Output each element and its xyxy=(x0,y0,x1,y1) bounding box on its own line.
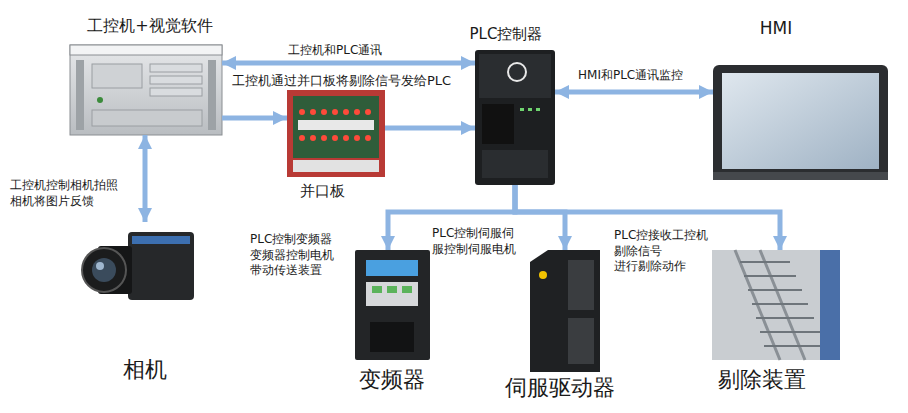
connector-label: PLC控接收工控机 剔除信号 进行剔除动作 xyxy=(614,228,708,275)
device-box: 剔除装置 xyxy=(712,250,840,360)
connector-label: PLC控制变频器 变频器控制电机 带动传送装置 xyxy=(250,232,334,279)
connector-label: 工控机通过并口板将剔除信号发给PLC xyxy=(232,73,451,90)
connector-arrow xyxy=(385,126,475,131)
hmi-panel xyxy=(713,65,888,180)
device-label: 工控机+视觉软件 xyxy=(87,17,212,35)
device-label: 伺服驱动器 xyxy=(505,375,615,400)
connector-arrow xyxy=(515,185,565,250)
industrial-pc xyxy=(70,45,222,135)
device-box: 工控机+视觉软件 xyxy=(70,45,222,135)
device-label: PLC控制器 xyxy=(470,26,543,43)
device-box: 伺服驱动器 xyxy=(530,250,600,372)
connector-arrow xyxy=(222,116,287,121)
device-label: 并口板 xyxy=(300,183,345,200)
connector-label: 工控机控制相机拍照 相机将图片反馈 xyxy=(10,178,118,209)
parallel-board xyxy=(287,90,385,177)
device-box: 相机 xyxy=(85,222,195,322)
connector-label: HMI和PLC通讯监控 xyxy=(578,68,683,84)
reject-conveyor xyxy=(712,250,840,360)
device-label: 相机 xyxy=(123,357,167,382)
camera xyxy=(82,232,194,300)
plc-unit xyxy=(475,50,555,185)
connector-arrow xyxy=(388,185,515,250)
device-label: 变频器 xyxy=(359,367,425,392)
device-label: HMI xyxy=(760,19,792,39)
connector-arrow xyxy=(143,135,148,222)
device-label: 剔除装置 xyxy=(718,367,806,392)
device-box: 并口板 xyxy=(287,90,385,177)
device-box: PLC控制器 xyxy=(475,50,555,185)
connector-label: PLC控制伺服伺 服控制伺服电机 xyxy=(432,226,516,257)
inverter xyxy=(355,250,430,360)
device-box: HMI xyxy=(713,65,888,180)
connector-arrow xyxy=(555,90,713,95)
device-box: 变频器 xyxy=(355,250,430,360)
servo-drive xyxy=(530,250,600,372)
connector-label: 工控机和PLC通讯 xyxy=(288,43,382,59)
connector-arrow xyxy=(222,61,475,66)
